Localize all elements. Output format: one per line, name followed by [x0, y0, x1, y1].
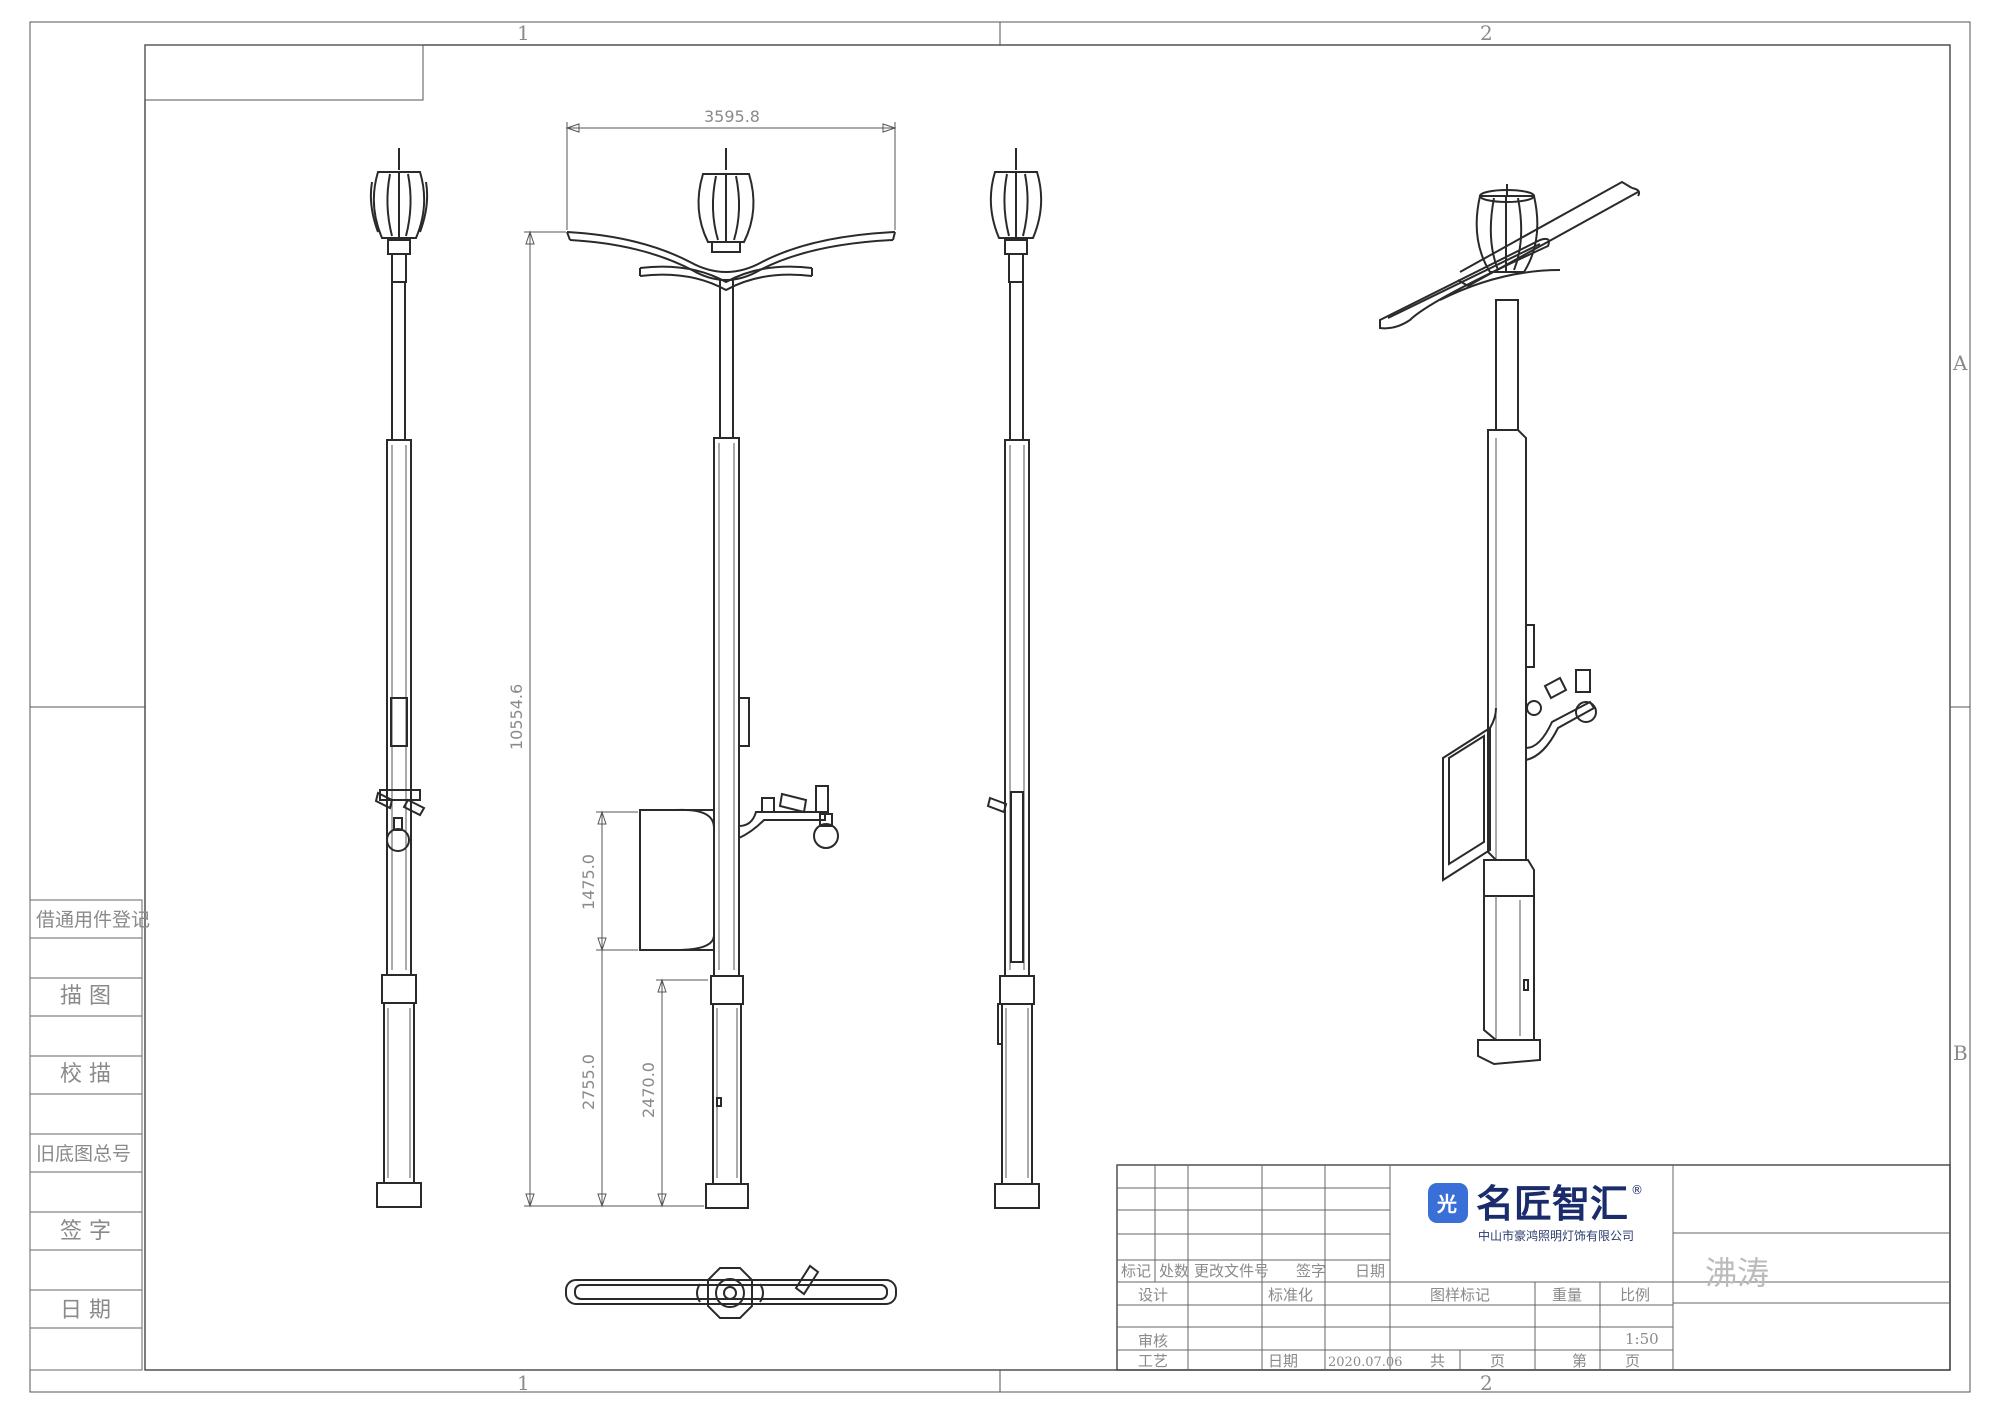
side-record-column: 借通用件登记 描 图 校 描 旧底图总号 签 字 日 期 [29, 899, 150, 1371]
tb-drawing-mark-label: 图样标记 [1430, 1286, 1490, 1304]
zone-bottom-2: 2 [1480, 1371, 1493, 1395]
title-block: 标记 处数 更改文件号 签字 日期 设计 标准化 审核 工艺 日期 2020.0… [1116, 1164, 1951, 1371]
zone-right-b: B [1953, 1041, 1968, 1065]
tb-scale-label: 比例 [1620, 1286, 1650, 1304]
dim-top-width: 3595.8 [704, 107, 760, 126]
zone-labels: 1 2 1 2 A B [517, 21, 1968, 1395]
pole-side-view-right [986, 148, 1043, 1209]
tb-process-label: 工艺 [1138, 1352, 1168, 1370]
tb-review-label: 审核 [1138, 1332, 1168, 1350]
zone-top-1: 1 [517, 21, 530, 45]
side-label-trace: 描 图 [60, 984, 111, 1009]
pole-isometric-view [1379, 180, 1641, 1066]
dim-box-height: 1475.0 [579, 854, 598, 910]
side-label-check: 校 描 [60, 1062, 111, 1087]
pole-front-view [566, 148, 896, 1209]
dim-total-height: 10554.6 [507, 684, 526, 750]
zone-bottom-1: 1 [517, 1371, 530, 1395]
brand-registered-mark: ® [1631, 1183, 1643, 1197]
company-name: 中山市豪鸿照明灯饰有限公司 [1478, 1228, 1634, 1243]
tb-nth-page-unit: 页 [1625, 1352, 1640, 1370]
tb-signature: 沸涛 [1705, 1254, 1769, 1292]
pole-side-view-left [369, 148, 429, 1208]
tb-scale-value: 1:50 [1625, 1330, 1659, 1348]
dimension-lines: 3595.8 10554.6 1475.0 2755.0 2470.0 [507, 107, 897, 1208]
dim-base-height: 2470.0 [639, 1062, 658, 1118]
side-label-sign: 签 字 [60, 1219, 111, 1244]
side-label-date: 日 期 [60, 1298, 111, 1323]
sheet-frame [29, 21, 1971, 1393]
logo-badge-glyph: 光 [1436, 1192, 1457, 1216]
tb-nth-label: 第 [1572, 1352, 1587, 1370]
tb-design-label: 设计 [1138, 1286, 1168, 1304]
tb-date-label: 日期 [1268, 1352, 1298, 1370]
dim-lower-height: 2755.0 [579, 1054, 598, 1110]
tb-date-value: 2020.07.06 [1328, 1355, 1402, 1370]
logo-badge [1428, 1183, 1468, 1223]
tb-total-label: 共 [1430, 1352, 1445, 1370]
brand-name: 名匠智汇 [1476, 1182, 1628, 1226]
zone-top-2: 2 [1480, 21, 1493, 45]
side-label-borrow: 借通用件登记 [36, 909, 150, 931]
company-logo: 光 名匠智汇 ® 中山市豪鸿照明灯饰有限公司 [1428, 1182, 1643, 1243]
tb-header-count: 处数 [1159, 1262, 1189, 1280]
pole-top-view [565, 1264, 897, 1319]
tb-header-mark: 标记 [1121, 1262, 1151, 1280]
tb-total-page-unit: 页 [1490, 1352, 1505, 1370]
tb-header-change-doc: 更改文件号 [1194, 1262, 1269, 1280]
tb-header-date: 日期 [1355, 1262, 1385, 1280]
tb-header-sign: 签字 [1296, 1262, 1326, 1280]
tb-standardization-label: 标准化 [1268, 1286, 1313, 1304]
zone-right-a: A [1952, 351, 1968, 375]
side-label-old-number: 旧底图总号 [36, 1143, 131, 1165]
tb-weight-label: 重量 [1552, 1286, 1582, 1304]
